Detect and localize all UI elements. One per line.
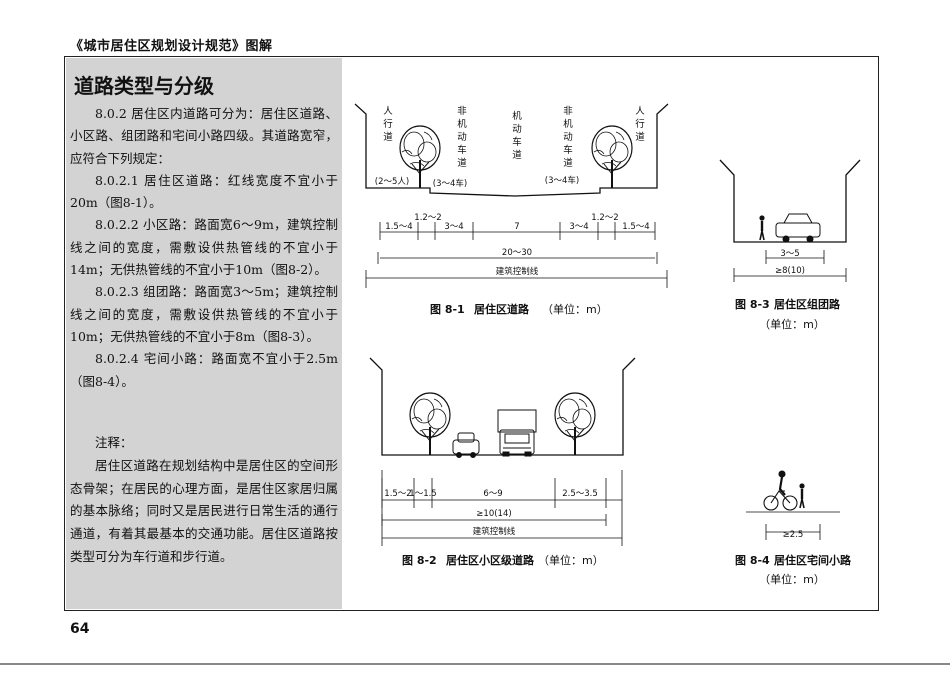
clause-8-0-2: 8.0.2 居住区内道路可分为：居住区道路、小区路、组团路和宅间小路四级。其道路… (70, 106, 338, 166)
fig3-dimension-lines (733, 250, 847, 282)
clause-8-0-2-3: 8.0.2.3 组团路：路面宽3～5m；建筑控制线之间的宽度，需敷设供热管线的不… (70, 284, 338, 344)
fig1-nmv-left-c0: 非 (457, 105, 467, 117)
fig1-nmv-left-c1: 机 (457, 118, 467, 130)
fig4-cyclist-icon (763, 470, 798, 511)
fig3-caption-unit: （单位：m） (759, 317, 825, 331)
fig4-pedestrian-icon (798, 482, 806, 510)
fig1-dim-4: 3～4 (569, 222, 588, 232)
fig1-ped-left-c2: 道 (383, 131, 393, 143)
fig1-caption-number: 图 8-1 (430, 303, 465, 316)
fig1-dimension-lines (365, 222, 668, 288)
section-title: 道路类型与分级 (74, 74, 214, 98)
fig1-lanes-ped: (2～5人) (375, 177, 409, 187)
fig1-control-line: 建筑控制线 (496, 266, 539, 277)
notes-text: 居住区道路在规划结构中是居住区的空间形态骨架；在居民的心理方面，是居住区家居归属… (70, 457, 338, 564)
fig3-car-icon (775, 213, 821, 243)
page-number: 64 (70, 621, 90, 637)
fig4-caption-number: 图 8-4 (735, 554, 770, 567)
fig1-nmv-right-c4: 道 (563, 157, 573, 169)
fig1-dim-0: 1.5～4 (385, 222, 412, 232)
fig1-tree-right (591, 125, 633, 189)
fig1-ped-left-c0: 人 (383, 106, 393, 117)
fig4-caption-title: 居住区宅间小路 (774, 553, 852, 567)
fig1-dim-6: 1.5～4 (622, 222, 649, 232)
fig1-dim-1: 1.2～2 (414, 213, 441, 223)
running-header: 《城市居住区规划设计规范》图解 (70, 39, 273, 54)
fig1-nmv-left-c2: 动 (457, 132, 467, 143)
page-frame (64, 56, 879, 611)
fig1-nmv-right-c3: 车 (563, 144, 573, 156)
fig1-ped-left-c1: 行 (383, 118, 393, 130)
fig2-total: ≥10(14) (476, 509, 511, 519)
fig1-caption-title: 居住区道路 (474, 302, 530, 316)
fig1-mv-c1: 动 (512, 124, 522, 135)
fig1-dim-5: 1.2～2 (591, 213, 618, 223)
fig1-nmv-right-c1: 机 (563, 118, 573, 130)
notes-title: 注释： (95, 435, 133, 450)
fig2-dim-3: 2.5～3.5 (562, 489, 598, 499)
fig2-car-icon (452, 432, 480, 458)
fig2-caption-title: 居住区小区级道路 (446, 553, 535, 567)
fig3-caption-title: 居住区组团路 (774, 297, 841, 311)
fig3-pedestrian-icon (758, 214, 766, 242)
fig1-vertical-labels: 人 行 道 非 机 动 车 道 机 动 车 道 非 机 动 车 道 人 行 道 (383, 105, 645, 169)
fig1-nmv-right-c2: 动 (563, 132, 573, 143)
fig2-truck-icon (497, 409, 537, 457)
fig4-dim: ≥2.5 (783, 530, 804, 540)
fig1-total: 20～30 (502, 248, 532, 258)
fig1-mv-c2: 车 (512, 136, 522, 148)
fig1-mv-c0: 机 (512, 110, 522, 122)
text-column-background (66, 58, 342, 609)
fig1-dim-2: 3～4 (444, 222, 463, 232)
fig1-nmv-left-c4: 道 (457, 157, 467, 169)
fig4-caption-unit: （单位：m） (759, 572, 825, 586)
fig1-ped-right-c0: 人 (635, 106, 645, 117)
fig2-dim-0: 1.5～2 (384, 489, 411, 499)
fig1-nmv-right-c0: 非 (563, 105, 573, 117)
clause-8-0-2-2: 8.0.2.2 小区路：路面宽6～9m，建筑控制线之间的宽度，需敷设供热管线的不… (70, 217, 338, 278)
fig2-tree-left (409, 392, 451, 456)
fig4-dimension-lines (746, 511, 840, 540)
figure-8-3: 3～5 ≥8(10) 图 8-3 居住区组团路 （单位：m） (719, 159, 861, 331)
notes-block: 注释： 居住区道路在规划结构中是居住区的空间形态骨架；在居民的心理方面，是居住区… (70, 432, 338, 569)
fig1-lanes-nmv-right: (3～4车) (545, 175, 579, 186)
figures-panel: 人 行 道 非 机 动 车 道 机 动 车 道 非 机 动 车 道 人 行 道 … (354, 103, 861, 586)
fig2-section-profile (369, 357, 636, 456)
fig2-tree-right (554, 392, 596, 456)
fig1-ped-right-c1: 行 (635, 118, 645, 130)
fig1-dim-3: 7 (514, 222, 519, 232)
fig2-control-line: 建筑控制线 (473, 526, 516, 537)
fig1-section-profile (354, 103, 669, 197)
fig1-nmv-left-c3: 车 (457, 144, 467, 156)
fig2-caption-number: 图 8-2 (402, 554, 437, 567)
fig3-caption-number: 图 8-3 (735, 298, 770, 311)
figure-8-2: 1.5～2 1～1.5 6～9 2.5～3.5 ≥10(14) 建筑控制线 图 … (369, 357, 636, 567)
figure-8-1: 人 行 道 非 机 动 车 道 机 动 车 道 非 机 动 车 道 人 行 道 … (354, 103, 669, 316)
fig1-ped-right-c2: 道 (635, 131, 645, 143)
fig3-section-profile (719, 159, 861, 243)
fig1-lanes-nmv-left: (3～4车) (433, 178, 467, 189)
bottom-edge-line (0, 663, 950, 665)
fig2-caption-unit: （单位：m） (538, 553, 604, 567)
clause-8-0-2-1: 8.0.2.1 居住区道路：红线宽度不宜小于20m（图8-1）。 (70, 172, 338, 211)
fig2-dim-2: 6～9 (483, 489, 502, 499)
fig2-dim-1: 1～1.5 (409, 489, 436, 499)
fig3-total: ≥8(10) (775, 266, 805, 276)
fig2-dimension-lines (381, 470, 623, 546)
fig1-caption-unit: （单位：m） (542, 302, 608, 316)
clause-8-0-2-4: 8.0.2.4 宅间小路：路面宽不宜小于2.5m（图8-4）。 (70, 351, 338, 389)
clause-list: 8.0.2 居住区内道路可分为：居住区道路、小区路、组团路和宅间小路四级。其道路… (70, 103, 338, 393)
fig3-dim: 3～5 (780, 249, 799, 259)
fig1-mv-c3: 道 (512, 149, 522, 161)
figure-8-4: ≥2.5 图 8-4 居住区宅间小路 （单位：m） (735, 470, 852, 586)
